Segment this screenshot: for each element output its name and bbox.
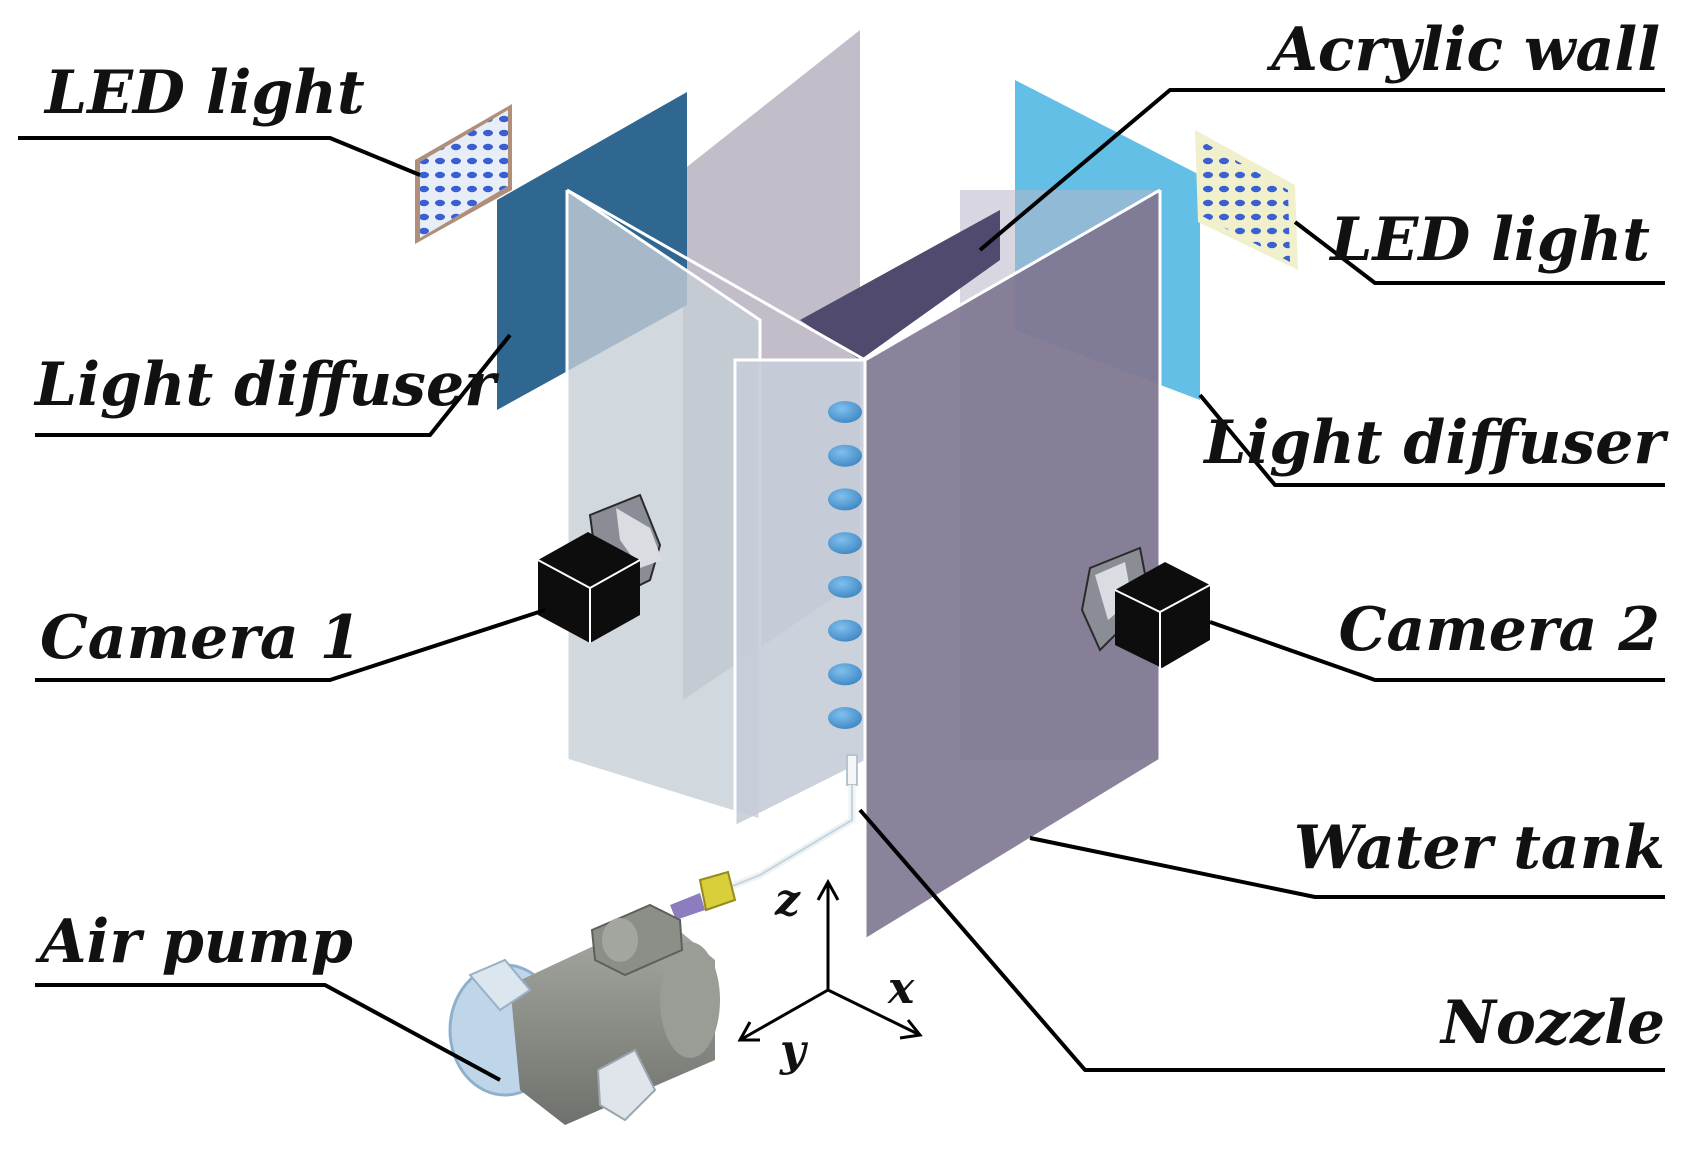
label-air-pump: Air pump bbox=[35, 907, 353, 977]
led-light-right bbox=[1195, 130, 1298, 270]
tank-front-wall bbox=[735, 360, 865, 825]
nozzle-fitting bbox=[698, 870, 737, 912]
label-light-diffuser-right: Light diffuser bbox=[1202, 408, 1669, 478]
bubble bbox=[828, 619, 862, 642]
leader-camera-2 bbox=[1209, 620, 1665, 682]
label-acrylic-wall: Acrylic wall bbox=[1266, 15, 1660, 85]
air-pump bbox=[448, 903, 720, 1125]
z-axis-label: z bbox=[774, 875, 801, 926]
tank-left-wall bbox=[567, 190, 760, 820]
camera-1 bbox=[537, 493, 662, 643]
bubble bbox=[828, 575, 862, 598]
label-camera-1: Camera 1 bbox=[40, 603, 361, 673]
bubble bbox=[828, 532, 862, 555]
air-pump-body bbox=[510, 915, 715, 1125]
leader-light-diffuser-left bbox=[35, 333, 512, 437]
label-camera-2: Camera 2 bbox=[1339, 595, 1660, 665]
bubble bbox=[828, 707, 862, 729]
nozzle bbox=[670, 754, 858, 920]
led-light-left bbox=[415, 104, 512, 244]
bubble bbox=[828, 444, 862, 467]
bubble bbox=[828, 488, 862, 511]
leader-camera-1 bbox=[35, 608, 546, 682]
x-axis-label: x bbox=[887, 963, 915, 1014]
camera-2-body bbox=[1115, 562, 1210, 668]
leader-light-diffuser-right bbox=[1198, 393, 1665, 487]
label-light-diffuser-left: Light diffuser bbox=[33, 350, 500, 420]
label-nozzle: Nozzle bbox=[1439, 988, 1665, 1058]
label-led-light-left: LED light bbox=[43, 58, 365, 128]
label-water-tank: Water tank bbox=[1294, 813, 1665, 883]
leader-water-tank bbox=[1029, 836, 1665, 899]
leader-led-light-right bbox=[1293, 220, 1665, 285]
y-axis bbox=[739, 988, 829, 1042]
leader-nozzle bbox=[858, 808, 1665, 1072]
label-led-light-right: LED light bbox=[1328, 205, 1650, 275]
leader-air-pump bbox=[35, 983, 501, 1082]
y-axis-label: y bbox=[779, 1025, 809, 1076]
coordinate-axes: z x y bbox=[737, 875, 923, 1076]
bubble-column bbox=[828, 401, 862, 729]
leader-led-light-left bbox=[18, 136, 421, 177]
tank-top-face bbox=[800, 210, 1000, 360]
x-axis bbox=[827, 988, 921, 1037]
leader-acrylic-wall bbox=[978, 88, 1665, 252]
camera-2 bbox=[1080, 546, 1211, 668]
bubble bbox=[828, 401, 862, 423]
acrylic-wall bbox=[865, 190, 1160, 940]
bubble bbox=[828, 663, 862, 686]
